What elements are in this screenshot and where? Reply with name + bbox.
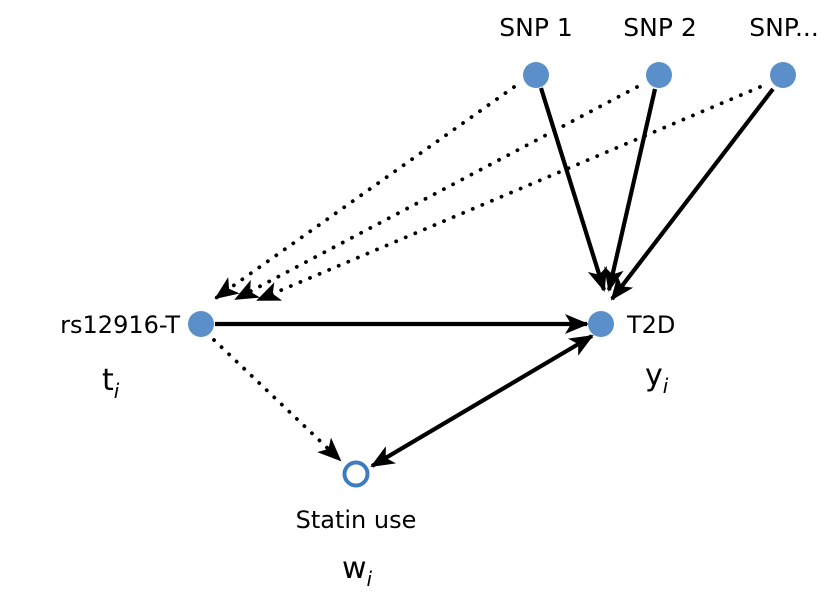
node-layer [188,62,796,488]
exposure-var-letter: t [102,363,114,398]
node-exposure [188,311,214,337]
edge-exposure-confounder [212,338,342,462]
edge-snp3-exposure [256,85,762,302]
exposure-label: rs12916-T [60,311,180,339]
node-snp1 [523,62,549,88]
edge-snp1-exposure [214,85,516,300]
snp1-label: SNP 1 [499,13,573,42]
snp3-label: SNP... [749,13,819,42]
exposure-var-sub: i [114,379,120,403]
confounder-var-sub: i [367,567,373,591]
edge-layer [212,85,775,468]
node-outcome [588,311,614,337]
edge-snp3-outcome [610,87,775,301]
edge-snp2-exposure [234,85,639,301]
outcome-var-sub: i [663,374,669,398]
exposure-variable: ti [102,363,120,403]
edge-snp2-outcome [604,88,658,292]
outcome-variable: yi [645,358,669,398]
confounder-variable: wi [342,551,373,591]
node-confounder [342,460,370,488]
confounder-var-letter: w [342,551,367,586]
node-snp2 [646,62,672,88]
snp2-label: SNP 2 [623,13,697,42]
edge-snp1-outcome [538,87,607,292]
node-snp3 [770,62,796,88]
confounder-label: Statin use [296,506,417,534]
edge-outcome-confounder [370,334,594,468]
outcome-label: T2D [626,311,675,339]
outcome-var-letter: y [645,358,663,393]
